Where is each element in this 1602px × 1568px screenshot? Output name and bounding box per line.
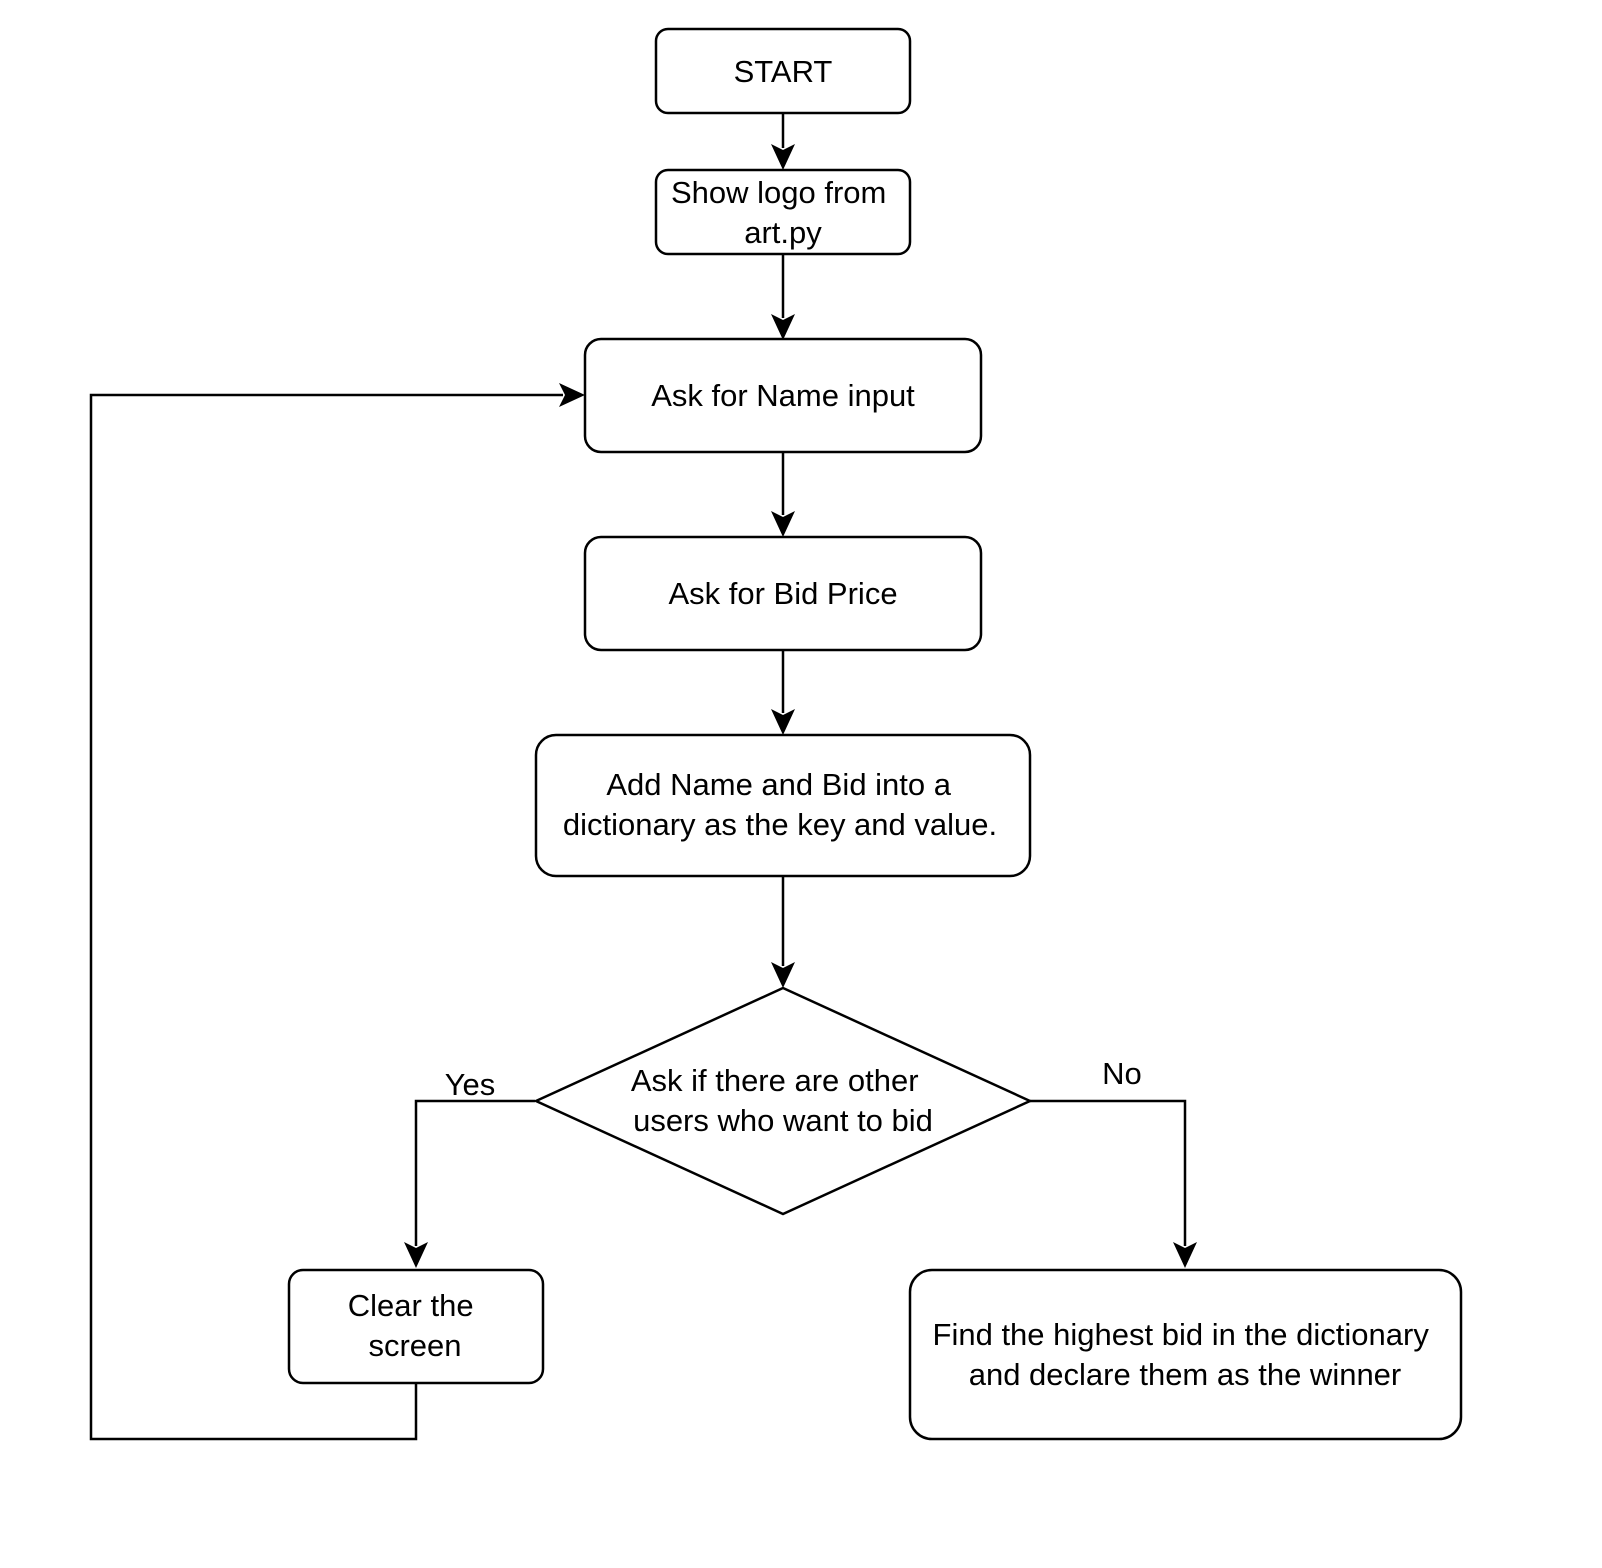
edge-clear-loop-to-ask-name xyxy=(89,393,563,1441)
node-show-logo: Show logo from art.py xyxy=(654,168,912,256)
arrowhead-ask-bid xyxy=(771,511,795,537)
node-add-dict: Add Name and Bid into a dictionary as th… xyxy=(534,733,1032,878)
node-ask-name: Ask for Name input xyxy=(583,337,983,454)
edge-decision-to-clear-yes xyxy=(414,1099,535,1246)
arrowhead-clear xyxy=(404,1242,428,1268)
svg-text:Ask for Bid Price: Ask for Bid Price xyxy=(668,576,897,611)
node-ask-name-line-1: Ask for Name input xyxy=(651,378,915,413)
svg-text:Show logo from art.py: Show logo from art.py xyxy=(671,175,895,250)
arrowhead-add-dict xyxy=(771,709,795,735)
node-show-logo-line-1: Show logo from xyxy=(671,175,886,210)
node-clear-line-1: Clear the xyxy=(348,1288,474,1323)
node-decision-line-2: users who want to bid xyxy=(633,1103,933,1138)
arrowhead-loop-ask-name xyxy=(559,383,585,407)
edge-label-no: No xyxy=(1102,1056,1142,1091)
arrowhead-ask-name xyxy=(771,314,795,340)
node-decision-line-1: Ask if there are other xyxy=(631,1063,919,1098)
node-clear-line-2: screen xyxy=(368,1328,461,1363)
node-add-dict-line-1: Add Name and Bid into a xyxy=(606,767,951,802)
svg-text:Add Name and Bid into a: Add Name and Bid into a dictionary as th… xyxy=(563,767,997,842)
edges xyxy=(89,114,1197,1441)
svg-text:START: START xyxy=(734,54,833,89)
arrowhead-decision xyxy=(771,962,795,988)
node-add-dict-line-2: dictionary as the key and value. xyxy=(563,807,997,842)
node-decision: Ask if there are other users who want to… xyxy=(532,986,1034,1216)
node-clear: Clear the screen xyxy=(287,1268,545,1385)
arrowhead-find-winner xyxy=(1173,1242,1197,1268)
svg-text:Ask if there are other u: Ask if there are other users who want to… xyxy=(631,1063,933,1138)
node-show-logo-line-2: art.py xyxy=(744,215,822,250)
edge-label-yes: Yes xyxy=(445,1067,496,1102)
svg-text:Find the highest bid in the di: Find the highest bid in the dictionary a… xyxy=(933,1317,1438,1392)
node-ask-bid-line-1: Ask for Bid Price xyxy=(668,576,897,611)
node-start-line-1: START xyxy=(734,54,833,89)
svg-text:Clear the screen: Clear the screen xyxy=(348,1288,482,1363)
node-start: START xyxy=(654,27,912,115)
node-find-winner: Find the highest bid in the dictionary a… xyxy=(908,1268,1463,1441)
node-ask-bid: Ask for Bid Price xyxy=(583,535,983,652)
svg-text:Ask for Name input: Ask for Name input xyxy=(651,378,915,413)
edge-decision-to-find-winner-no xyxy=(1030,1099,1187,1246)
node-find-winner-line-2: and declare them as the winner xyxy=(969,1357,1402,1392)
node-find-winner-line-1: Find the highest bid in the dictionary xyxy=(933,1317,1430,1352)
arrowhead-show-logo xyxy=(771,144,795,170)
